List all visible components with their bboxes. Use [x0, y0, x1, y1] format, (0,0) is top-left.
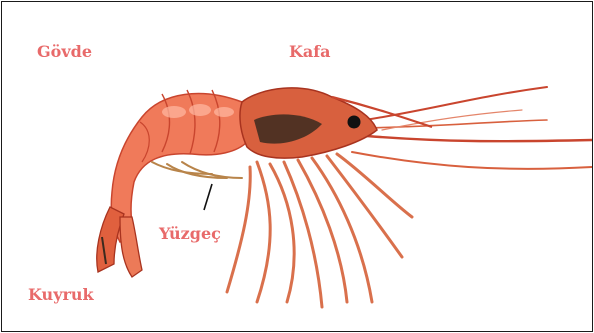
- label-fin: Yüzgeç: [159, 224, 221, 243]
- fin-pointer-line: [204, 184, 212, 210]
- carapace: [240, 88, 432, 158]
- walking-legs: [227, 154, 412, 307]
- label-tail: Kuyruk: [28, 285, 94, 304]
- label-head: Kafa: [289, 42, 331, 61]
- eye-icon: [348, 116, 361, 129]
- swimmerets: [152, 162, 242, 178]
- antennae: [352, 87, 592, 169]
- label-body: Gövde: [37, 42, 92, 61]
